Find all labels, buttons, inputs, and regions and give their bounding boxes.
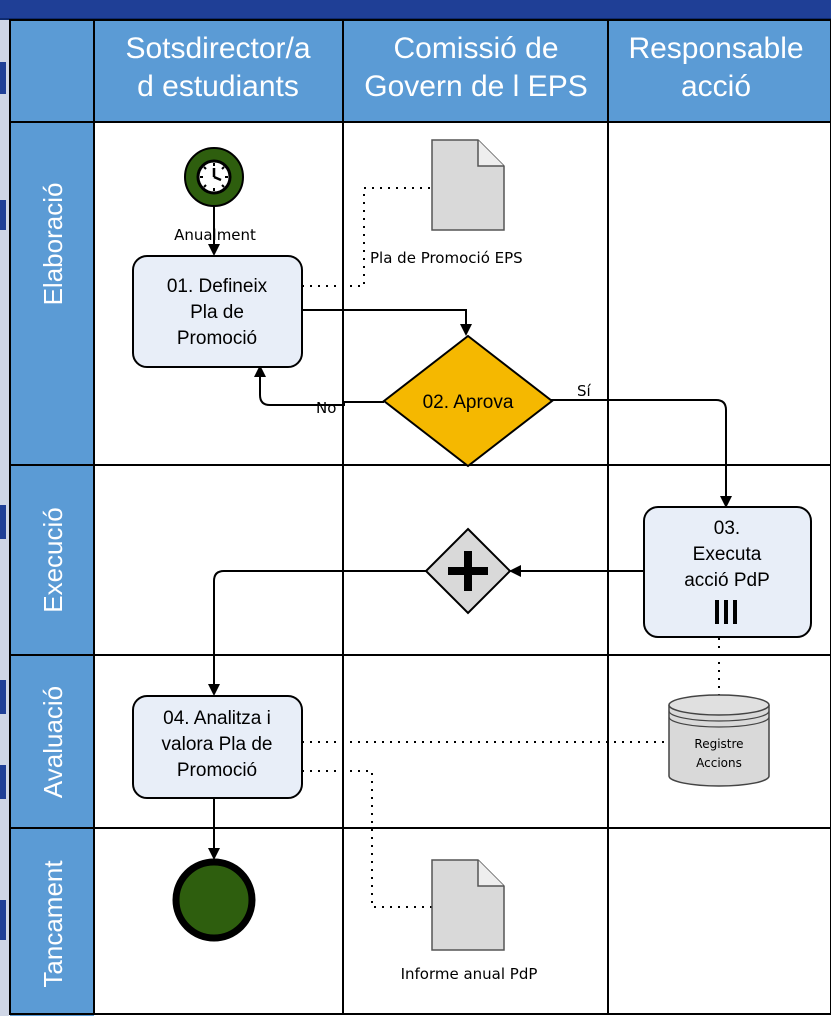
header-band [10,20,831,122]
strip-mark [0,765,6,799]
parallel-gateway [424,527,512,615]
associations [302,187,720,908]
lane-label-elaboracio: Elaboració [38,183,68,306]
col2-header-line2: Govern de l EPS [364,70,587,103]
gateway-yes-label: Sí [577,382,592,400]
left-strip [0,20,9,1016]
col1-header-line2: d estudiants [137,70,299,103]
lane-label-avaluacio: Avaluació [38,686,68,798]
datastore-registre: Registre Accions [668,694,770,787]
strip-mark [0,900,6,940]
association-informe [302,770,432,908]
multi-instance-icon [715,600,737,624]
task-03: 03. Executa acció PdP [643,506,812,638]
strip-mark [0,505,6,539]
task-01-line3: Promoció [177,328,257,349]
gateway-no-label: No [316,399,336,417]
clock-icon [196,159,232,195]
association-pla [302,187,432,287]
task-04-line3: Promoció [177,760,257,781]
lane-label-tancament: Tancament [38,860,68,988]
strip-mark [0,680,6,714]
datastore-line1: Registre [694,737,743,751]
col3-header-line2: acció [681,70,751,103]
task-04-line1: 04. Analitza i [163,708,271,729]
col3-header-line1: Responsable [628,32,803,65]
document-pla-label: Pla de Promoció EPS [370,249,523,267]
gateway-02: 02. Aprova [382,334,554,468]
task-01: 01. Defineix Pla de Promoció [132,255,303,368]
lane-label-column [10,122,94,1016]
document-pla [431,139,505,231]
document-informe [431,859,505,951]
grid-lines [9,19,831,1015]
flow-no [254,365,384,406]
strip-mark [0,62,6,94]
plus-icon [448,551,488,591]
start-event [184,147,244,207]
task-01-line2: Pla de [190,302,244,323]
gateway-02-label: 02. Aprova [423,392,514,413]
sequence-flows [208,200,732,860]
document-informe-label: Informe anual PdP [401,965,538,983]
col1-header-line1: Sotsdirector/a [125,32,310,65]
flow-01-to-02 [302,309,472,336]
datastore-line2: Accions [696,756,742,770]
flow-parallel-to-04 [208,570,426,696]
start-event-label: Anualment [174,226,256,244]
task-03-line1: 03. [714,518,740,539]
task-03-line2: Executa [693,544,762,565]
task-03-line3: acció PdP [684,570,770,591]
strip-mark [0,200,6,230]
end-event [172,858,256,942]
task-01-line1: 01. Defineix [167,276,268,297]
col2-header-line1: Comissió de [393,32,558,65]
lane-label-execucio: Execució [38,507,68,613]
task-04: 04. Analitza i valora Pla de Promoció [132,695,303,799]
flow-si [551,399,732,508]
task-04-line2: valora Pla de [162,734,273,755]
